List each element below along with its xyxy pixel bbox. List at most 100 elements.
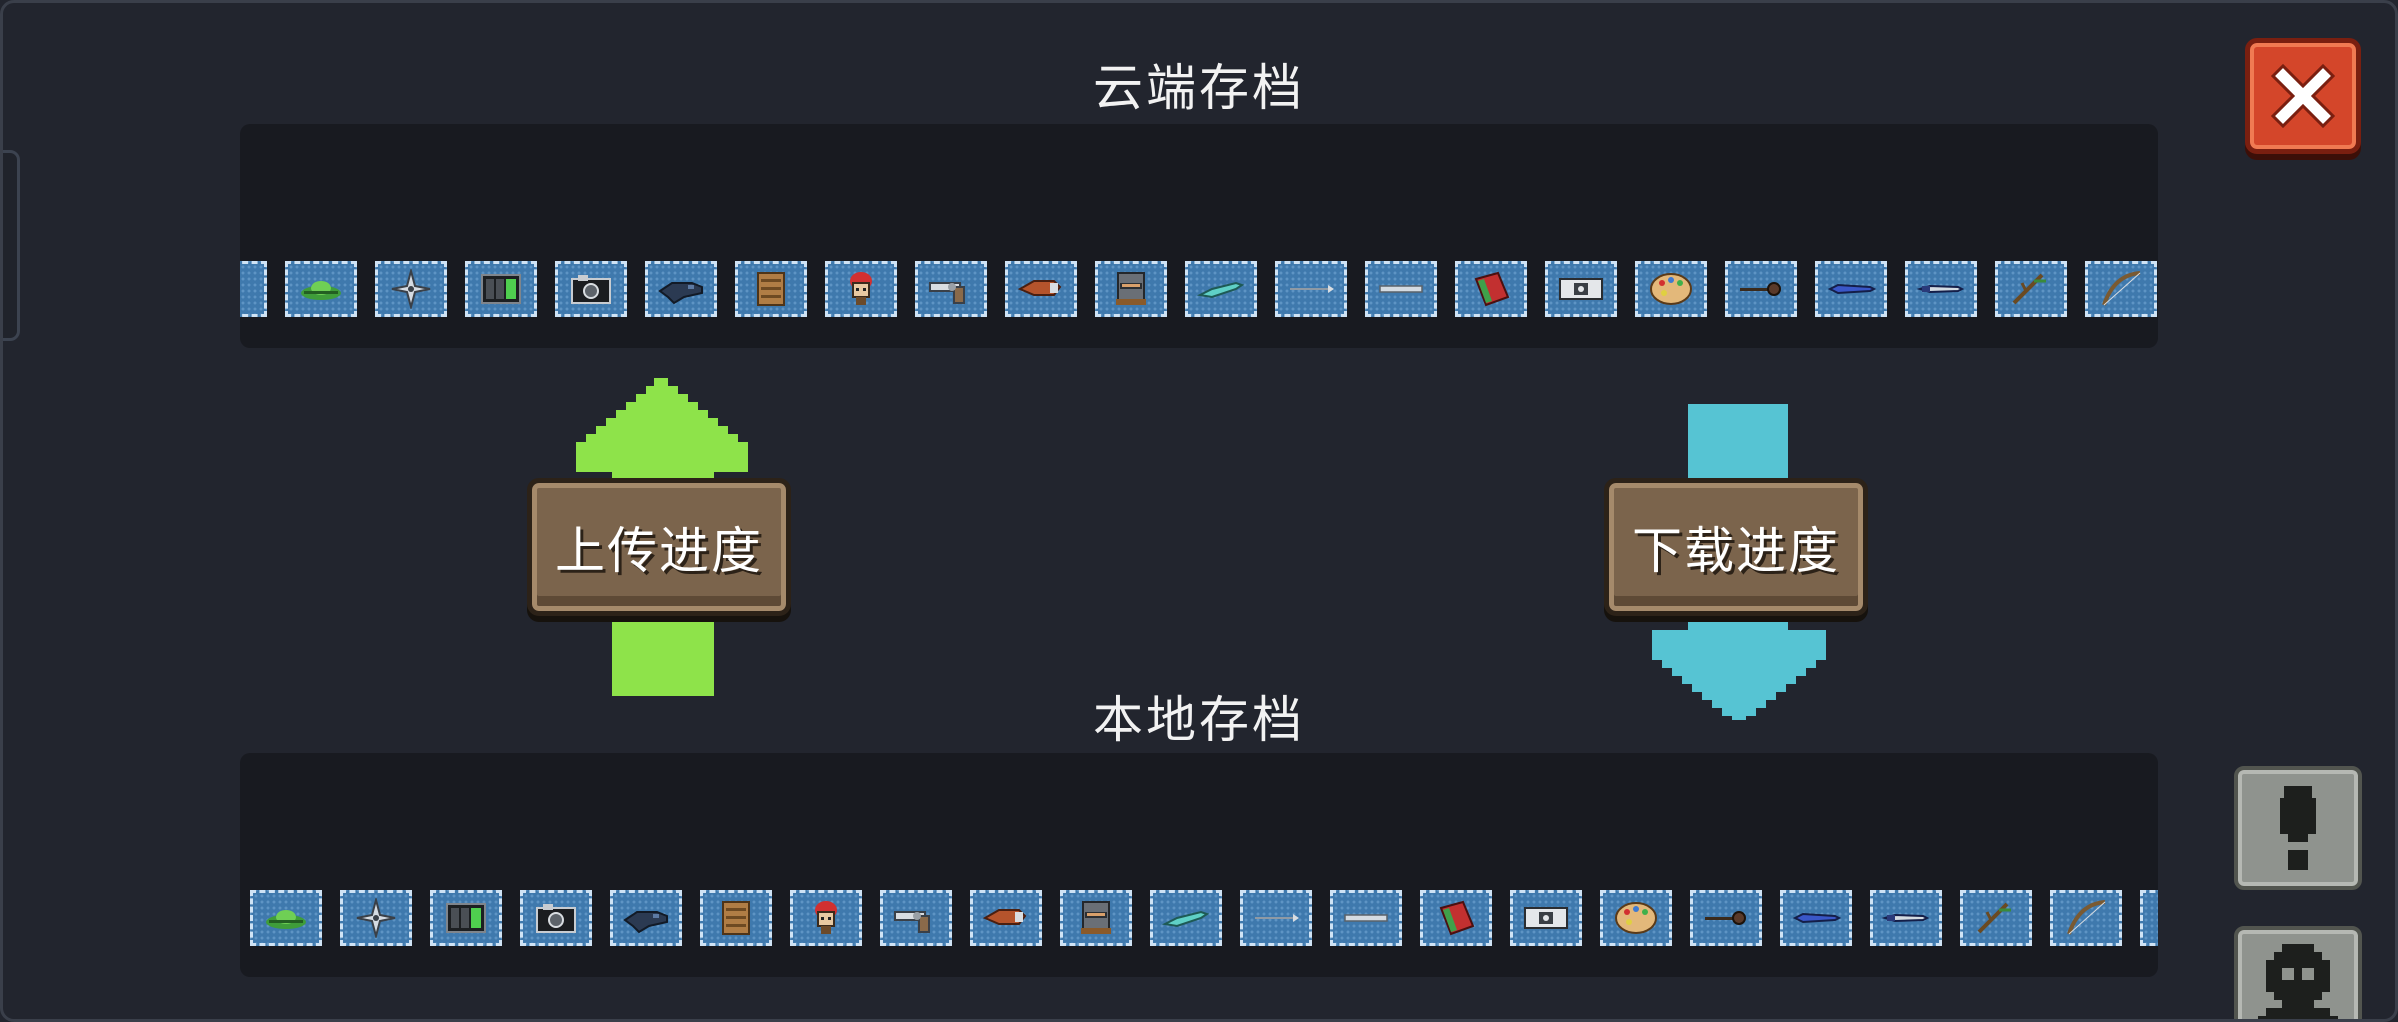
ninja-star-icon	[391, 269, 431, 309]
item-slot-mace[interactable]	[1725, 261, 1797, 317]
fish-gun-icon	[658, 282, 703, 305]
branch-staff-icon	[1977, 902, 2011, 934]
item-slot-ufo-hat[interactable]	[285, 261, 357, 317]
ninja-star-icon	[356, 898, 396, 938]
item-slot-palette[interactable]	[1635, 261, 1707, 317]
item-slot-red-book[interactable]	[1420, 890, 1492, 946]
character-silhouette-icon	[2258, 944, 2338, 1022]
item-slot-palette[interactable]	[1600, 890, 1672, 946]
item-slot-mace[interactable]	[1690, 890, 1762, 946]
thin-spear-icon	[1290, 285, 1334, 293]
fish-gun-icon	[623, 911, 668, 934]
ufo-hat-icon	[266, 910, 306, 929]
item-slot-revolver[interactable]	[915, 261, 987, 317]
wooden-crate-icon	[757, 272, 785, 306]
close-x-icon	[2270, 63, 2336, 129]
ticket-icon	[1524, 907, 1568, 929]
red-book-icon	[1439, 900, 1475, 936]
item-slot-wooden-crate[interactable]	[700, 890, 772, 946]
upload-progress-button[interactable]: 上传进度	[527, 478, 791, 616]
item-slot-rod[interactable]	[1365, 261, 1437, 317]
crystal-spear-icon	[1196, 281, 1245, 299]
item-slot-rod[interactable]	[1330, 890, 1402, 946]
character-button[interactable]	[2234, 926, 2362, 1022]
rod-icon	[1344, 914, 1388, 922]
item-slot-wooden-crate[interactable]	[735, 261, 807, 317]
red-cap-character-icon	[815, 901, 837, 934]
item-slot-branch-staff[interactable]	[1960, 890, 2032, 946]
drill-icon	[1017, 280, 1062, 296]
item-slot-ninja-star[interactable]	[375, 261, 447, 317]
item-slot-ninja-star[interactable]	[340, 890, 412, 946]
item-slot-ufo-hat[interactable]	[250, 890, 322, 946]
red-book-icon	[1474, 271, 1510, 307]
exclamation-icon	[2280, 786, 2316, 870]
crystal-spear-icon	[1161, 910, 1210, 928]
item-slot-camera[interactable]	[555, 261, 627, 317]
mace-icon	[1740, 282, 1781, 296]
side-drawer-handle[interactable]	[0, 150, 20, 341]
item-slot-ticket[interactable]	[1545, 261, 1617, 317]
ticket-icon	[1559, 278, 1603, 300]
item-slot-drill[interactable]	[1005, 261, 1077, 317]
revolver-icon	[894, 911, 930, 933]
item-slot-fish-gun[interactable]	[610, 890, 682, 946]
thin-spear-icon	[1255, 914, 1299, 922]
bow-icon	[2067, 900, 2106, 935]
item-slot-battery[interactable]	[430, 890, 502, 946]
item-slot-dark-dagger[interactable]	[1905, 261, 1977, 317]
dark-dagger-icon	[1916, 284, 1965, 294]
item-slot-knight-helmet[interactable]	[1095, 261, 1167, 317]
item-slot-branch-staff[interactable]	[1995, 261, 2067, 317]
wooden-crate-icon	[722, 901, 750, 935]
ufo-hat-icon	[301, 281, 341, 300]
item-slot-bow[interactable]	[2050, 890, 2122, 946]
item-slot-ticket[interactable]	[1510, 890, 1582, 946]
branch-staff-icon	[2012, 273, 2046, 305]
item-slot-fish-gun[interactable]	[645, 261, 717, 317]
item-slot-red-cap-character[interactable]	[825, 261, 897, 317]
dark-dagger-icon	[1881, 913, 1930, 923]
revolver-icon	[929, 282, 965, 304]
partial-item-icon	[2149, 898, 2158, 938]
item-slot-red-book[interactable]	[1455, 261, 1527, 317]
item-slot-partial-item[interactable]	[2140, 890, 2158, 946]
item-slot-camera[interactable]	[520, 890, 592, 946]
item-slot-battery[interactable]	[465, 261, 537, 317]
item-slot-dark-dagger[interactable]	[1870, 890, 1942, 946]
palette-icon	[1650, 273, 1692, 305]
red-cap-character-icon	[850, 272, 872, 305]
blue-dagger-icon	[1827, 283, 1877, 295]
palette-icon	[1615, 902, 1657, 934]
item-slot-crystal-spear[interactable]	[1185, 261, 1257, 317]
item-slot-bow[interactable]	[2085, 261, 2157, 317]
cloud-save-panel	[240, 124, 2158, 348]
battery-icon	[446, 903, 486, 933]
item-slot-knight-helmet[interactable]	[1060, 890, 1132, 946]
close-button[interactable]	[2245, 38, 2361, 154]
item-slot-partial-item[interactable]	[240, 261, 267, 317]
camera-icon	[536, 904, 576, 933]
item-slot-crystal-spear[interactable]	[1150, 890, 1222, 946]
local-save-title: 本地存档	[1093, 691, 1305, 749]
item-slot-revolver[interactable]	[880, 890, 952, 946]
local-save-panel	[240, 753, 2158, 977]
knight-helmet-icon	[1116, 272, 1146, 305]
item-slot-drill[interactable]	[970, 890, 1042, 946]
cloud-save-title: 云端存档	[1093, 59, 1305, 117]
drill-icon	[982, 909, 1027, 925]
item-slot-thin-spear[interactable]	[1240, 890, 1312, 946]
item-slot-thin-spear[interactable]	[1275, 261, 1347, 317]
item-slot-red-cap-character[interactable]	[790, 890, 862, 946]
blue-dagger-icon	[1792, 912, 1842, 924]
bow-icon	[2102, 271, 2141, 306]
notice-button[interactable]	[2234, 766, 2362, 890]
knight-helmet-icon	[1081, 901, 1111, 934]
item-slot-blue-dagger[interactable]	[1780, 890, 1852, 946]
download-progress-button[interactable]: 下载进度	[1604, 478, 1868, 616]
partial-item-icon	[240, 269, 258, 309]
camera-icon	[571, 275, 611, 304]
item-slot-blue-dagger[interactable]	[1815, 261, 1887, 317]
battery-icon	[481, 274, 521, 304]
